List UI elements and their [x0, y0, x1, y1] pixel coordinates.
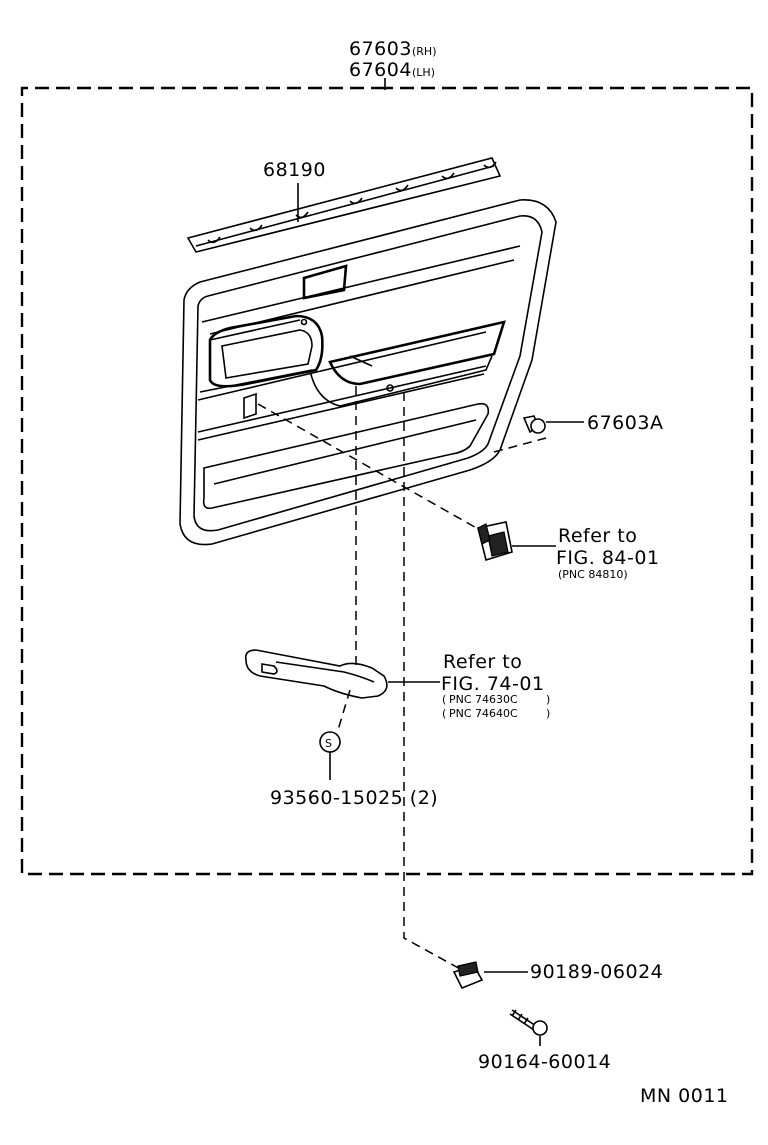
s-symbol-text: S [325, 737, 332, 750]
nut-part [452, 961, 484, 990]
switch-refer-text: Refer to [558, 525, 637, 547]
suffix-rh: (RH) [412, 45, 437, 58]
part-number-67604: 67604 [349, 59, 412, 81]
window-switch-part [477, 521, 513, 562]
part-number-90189-06024: 90189-06024 [530, 961, 663, 983]
handle-fig-text: FIG. 74-01 [441, 673, 545, 695]
weatherstrip-part [186, 157, 502, 253]
screw-part [509, 1009, 548, 1036]
part-number-67603: 67603 [349, 38, 412, 60]
switch-dashed-leader [257, 403, 481, 531]
suffix-lh: (LH) [412, 66, 435, 79]
handle-dashed-leader-2 [337, 689, 351, 731]
assembly-frame [20, 86, 754, 876]
part-number-90164-60014: 90164-60014 [478, 1051, 611, 1073]
clip-part [522, 415, 546, 434]
figure-code: MN 0011 [640, 1085, 729, 1107]
switch-pnc-text: (PNC 84810) [558, 568, 628, 581]
handle-pnc-open-1: ( [442, 693, 446, 706]
inside-handle-part [244, 649, 388, 699]
clip-dashed-leader [493, 437, 547, 453]
handle-pnc-close-2: ) [546, 707, 550, 720]
handle-pnc-open-2: ( [442, 707, 446, 720]
switch-fig-text: FIG. 84-01 [556, 547, 660, 569]
nut-dashed-leader [403, 392, 463, 971]
handle-pnc-2-text: PNC 74640C [449, 707, 518, 720]
door-trim-board [179, 199, 557, 546]
part-number-93560-15025: 93560-15025 (2) [270, 787, 438, 809]
part-number-68190: 68190 [263, 159, 326, 181]
handle-pnc-close-1: ) [546, 693, 550, 706]
handle-refer-text: Refer to [443, 651, 522, 673]
handle-pnc-1-text: PNC 74630C [449, 693, 518, 706]
part-number-67603a: 67603A [587, 412, 663, 434]
